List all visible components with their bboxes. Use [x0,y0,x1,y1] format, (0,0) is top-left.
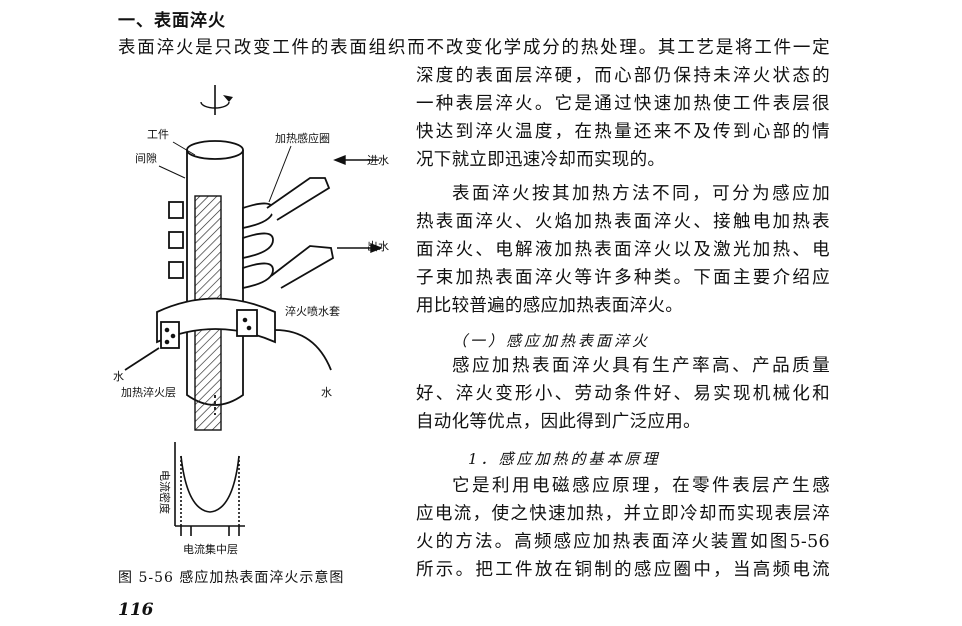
figure-caption: 图 5-56 感应加热表面淬火示意图 [118,570,345,586]
paragraph-line: 感应加热表面淬火具有生产率高、产品质量 [452,356,830,376]
paragraph-line: 热表面淬火、火焰加热表面淬火、接触电加热表 [416,212,830,232]
page-number: 116 [118,600,154,620]
paragraph-line: 它是利用电磁感应原理，在零件表层产生感 [452,476,830,496]
paragraph-line: 快达到淬火温度，在热量还来不及传到心部的情 [416,122,830,142]
paragraph-line: 火的方法。高频感应加热表面淬火装置如图5-56 [416,532,830,552]
label-coil: 加热感应圈 [275,131,330,145]
label-workpiece: 工件 [147,128,169,141]
label-water-out: 出水 [367,239,389,253]
paragraph-line: 自动化等优点，因此得到广泛应用。 [416,412,701,432]
label-spray-jacket: 淬火喷水套 [285,304,340,318]
label-water-right: 水 [321,386,332,399]
label-gap: 间隙 [135,151,157,165]
subsection-heading: （一）感应加热表面淬火 [452,332,651,350]
paragraph-line: 好、淬火变形小、劳动条件好、易实现机械化和 [416,384,830,404]
current-density-diagram [174,442,245,536]
paragraph-line: 用比较普遍的感应加热表面淬火。 [416,296,683,316]
label-water-left: 水 [113,370,124,383]
induction-hardening-figure: 工件 间隙 加热感应圈 进水 出水 淬火喷水套 水 水 加热淬火层 电流密度 电… [113,85,389,556]
label-water-in: 进水 [367,154,389,167]
induction-coil [168,177,335,290]
quench-spray-jacket [124,297,332,371]
paragraph-line: 深度的表面层淬硬，而心部仍保持未淬火状态的 [416,66,830,86]
paragraph-line: 应电流，使之快速加热，并立即冷却而实现表层淬 [416,504,830,524]
section-heading: 一、表面淬火 [118,11,226,31]
paragraph-line: 表面淬火按其加热方法不同，可分为感应加 [452,184,830,204]
paragraph-line: 面淬火、电解液加热表面淬火以及激光加热、电 [416,240,830,260]
paragraph-line: 所示。把工件放在铜制的感应圈中，当高频电流 [416,560,830,580]
label-heated-layer: 加热淬火层 [121,385,176,399]
paragraph-line: 子束加热表面淬火等许多种类。下面主要介绍应 [416,268,830,288]
label-current-layer: 电流集中层 [183,542,238,556]
lead-line: 表面淬火是只改变工件的表面组织而不改变化学成分的热处理。其工艺是将工件一定 [118,38,830,58]
subsection-heading: 1．感应加热的基本原理 [468,450,661,468]
paragraph-line: 况下就立即迅速冷却而实现的。 [416,150,666,170]
paragraph-line: 一种表层淬火。它是通过快速加热使工件表层很 [416,94,830,114]
rotation-arrow-icon [200,85,233,115]
label-current-density: 电流密度 [158,470,172,514]
